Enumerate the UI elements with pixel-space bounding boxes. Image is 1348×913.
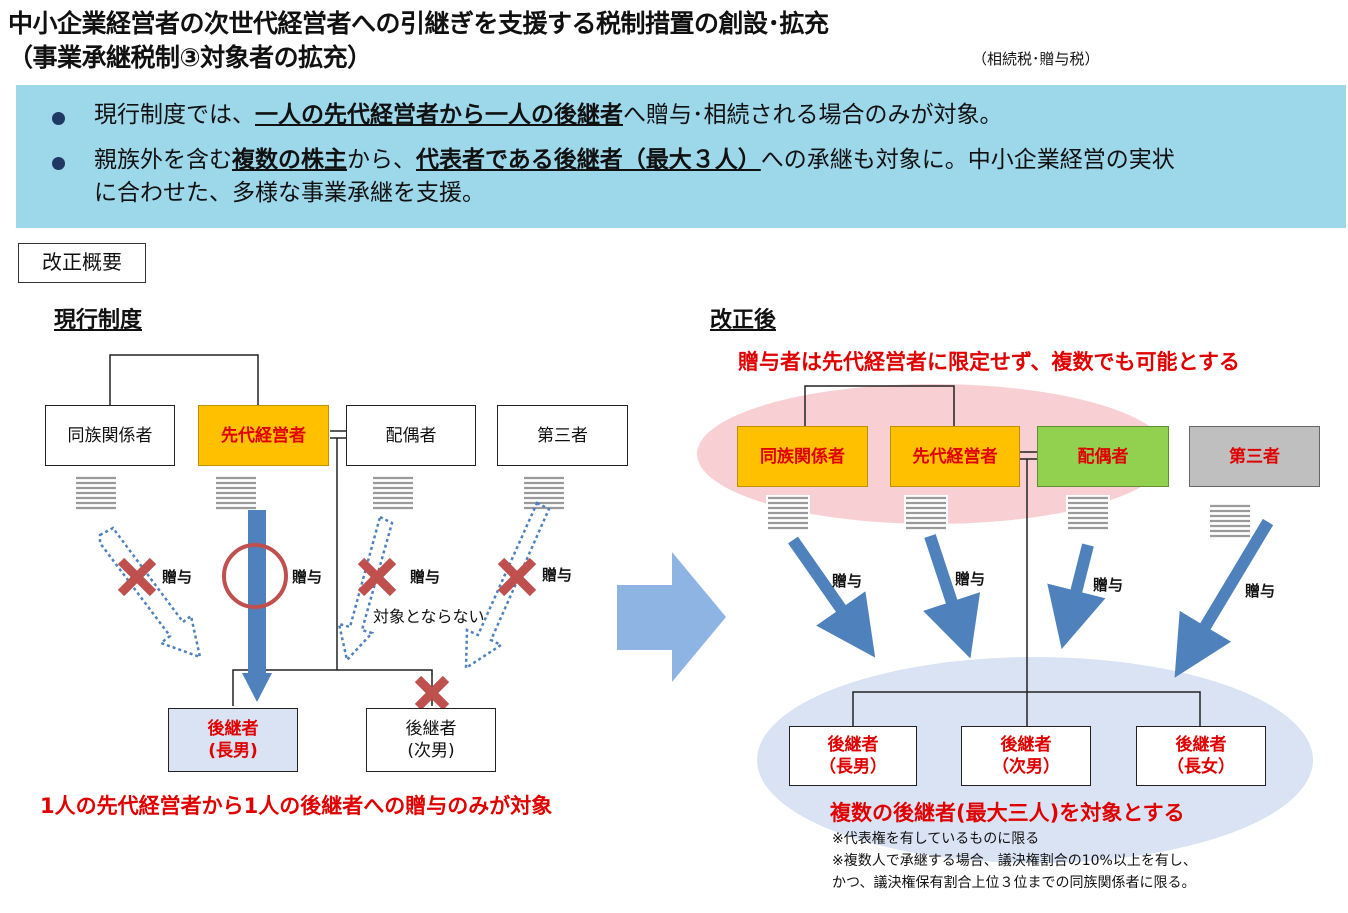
- heir-label: 後継者: [1175, 735, 1227, 755]
- box-third-party-revised: 第三者: [1189, 426, 1320, 487]
- summary-emphasis: 代表者である後継者（最大３人）: [416, 147, 761, 173]
- document-icon: [1064, 493, 1112, 531]
- revised-note-2: ※複数人で承継する場合、議決権割合の10%以上を有し、: [832, 853, 1197, 869]
- page-subtitle: （事業承継税制③対象者の拡充）: [8, 43, 372, 72]
- gift-label: 贈与: [1093, 576, 1124, 594]
- gift-label: 贈与: [832, 572, 863, 590]
- heir-relation: （次男）: [992, 757, 1060, 777]
- revised-note-1: ※代表権を有しているものに限る: [832, 831, 1040, 847]
- overview-label: 改正概要: [18, 243, 146, 283]
- summary-panel: 現行制度では、一人の先代経営者から一人の後継者へ贈与･相続される場合のみが対象。…: [16, 85, 1346, 228]
- box-spouse-revised: 配偶者: [1037, 426, 1169, 487]
- gift-label: 贈与: [1245, 582, 1276, 600]
- transition-arrow: [617, 552, 726, 682]
- summary-bullet-2-cont: に合わせた、多様な事業承継を支援。: [94, 180, 485, 206]
- cross-icon: [117, 557, 537, 711]
- box-heir-second-revised: 後継者 （次男）: [961, 726, 1091, 786]
- box-predecessor: 先代経営者: [198, 405, 329, 466]
- heir-relation: (長男): [208, 741, 258, 761]
- current-caption: 1人の先代経営者から1人の後継者への贈与のみが対象: [40, 794, 553, 818]
- document-icon: [902, 493, 950, 531]
- not-target-label: 対象とならない: [373, 607, 485, 626]
- summary-emphasis: 複数の株主: [232, 147, 347, 173]
- box-related-family-revised: 同族関係者: [737, 426, 868, 487]
- revised-note-3: かつ、議決権保有割合上位３位までの同族関係者に限る。: [832, 875, 1196, 891]
- box-third-party: 第三者: [497, 405, 628, 466]
- bullet-icon: [52, 157, 65, 170]
- summary-text: への承継も対象に。中小企業経営の実状: [760, 147, 1175, 173]
- heir-label: 後継者: [207, 719, 259, 739]
- box-heir-second: 後継者 (次男): [366, 708, 496, 772]
- heir-label: 後継者: [405, 719, 457, 739]
- box-heir-eldest-revised: 後継者 （長男）: [789, 726, 917, 786]
- bullet-icon: [52, 112, 65, 125]
- document-icon: [520, 473, 568, 511]
- document-icon: [369, 473, 417, 511]
- heir-relation: （長女）: [1167, 757, 1235, 777]
- gift-arrow: [242, 673, 272, 702]
- gift-label: 贈与: [955, 570, 986, 588]
- page-title: 中小企業経営者の次世代経営者への引継ぎを支援する税制措置の創設･拡充: [8, 9, 829, 38]
- summary-text: 親族外を含む: [94, 147, 232, 173]
- revised-headline: 贈与者は先代経営者に限定せず、複数でも可能とする: [738, 350, 1240, 374]
- revised-system-title: 改正後: [710, 308, 777, 333]
- summary-text: へ贈与･相続される場合のみが対象。: [623, 102, 1003, 128]
- summary-text: から、: [347, 147, 416, 173]
- allowed-circle: [222, 543, 288, 609]
- heir-label: 後継者: [1000, 735, 1052, 755]
- box-predecessor-revised: 先代経営者: [890, 426, 1020, 487]
- gift-label: 贈与: [410, 568, 441, 586]
- gift-arrows-revised: [788, 518, 1274, 678]
- box-related-family: 同族関係者: [45, 405, 175, 466]
- excluded-arrows: [98, 501, 551, 671]
- document-icon: [764, 493, 812, 531]
- document-icon: [1206, 501, 1254, 539]
- gift-label: 贈与: [292, 568, 323, 586]
- summary-bullet-1: 現行制度では、一人の先代経営者から一人の後継者へ贈与･相続される場合のみが対象。: [94, 99, 1003, 132]
- summary-emphasis: 一人の先代経営者から一人の後継者: [255, 102, 623, 128]
- heir-label: 後継者: [827, 735, 879, 755]
- summary-text: 現行制度では、: [94, 102, 255, 128]
- summary-bullet-2: 親族外を含む複数の株主から、代表者である後継者（最大３人）への承継も対象に。中小…: [94, 144, 1175, 177]
- heir-relation: (次男): [407, 741, 455, 761]
- revised-caption: 複数の後継者(最大三人)を対象とする: [830, 801, 1185, 825]
- box-heir-daughter-revised: 後継者 （長女）: [1136, 726, 1266, 786]
- document-icon: [72, 473, 120, 511]
- box-spouse: 配偶者: [346, 405, 476, 466]
- current-system-title: 現行制度: [54, 308, 143, 333]
- gift-label: 贈与: [542, 566, 573, 584]
- box-heir-eldest: 後継者 (長男): [168, 708, 298, 772]
- tax-note: （相続税･贈与税）: [972, 50, 1100, 68]
- gift-label: 贈与: [162, 568, 193, 586]
- document-icon: [212, 473, 260, 511]
- family-connector: [109, 354, 259, 405]
- heir-relation: （長男）: [819, 757, 887, 777]
